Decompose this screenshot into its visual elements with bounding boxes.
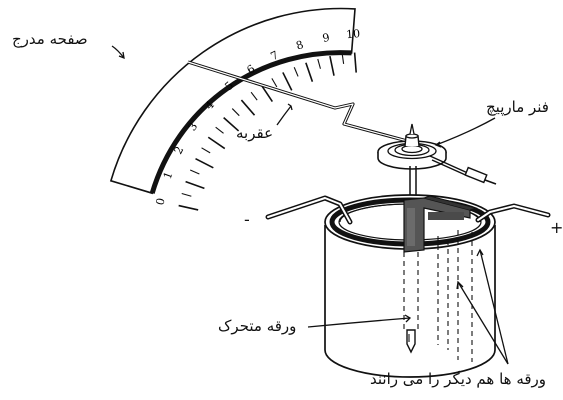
hidden-edges: [403, 230, 473, 362]
spring-label: فنر مارپیچ: [486, 98, 549, 116]
scale-minor-tick: [317, 58, 321, 69]
scale-major-tick: [223, 117, 240, 132]
scale-tick-label: 0: [153, 197, 167, 207]
repel-leader-2: [479, 249, 509, 365]
connector-wire: [429, 155, 497, 185]
scale-major-tick: [195, 158, 214, 169]
scale-minor-tick: [181, 192, 192, 197]
repel-label: ورقه ها هم دیگر را می رانند: [370, 370, 547, 388]
scale-minor-tick: [293, 67, 299, 77]
terminal-wires: [265, 195, 551, 225]
needle: [187, 60, 412, 144]
needle-label: عقربه: [236, 124, 274, 142]
leader-lines: [111, 45, 509, 365]
scale-tick-label: 9: [321, 31, 331, 45]
moving-plate-leader: [307, 317, 411, 328]
scale-tick-label: 2: [172, 144, 187, 156]
scale-major-tick: [207, 136, 226, 150]
needle-leader: [276, 105, 292, 126]
plates: [403, 195, 478, 253]
scale-minor-tick: [271, 78, 278, 88]
housing-body: [324, 225, 496, 378]
needle-arm: [187, 60, 412, 144]
scale-major-tick: [329, 55, 335, 76]
repel-leader-1: [457, 281, 509, 365]
scale-minor-tick: [201, 147, 211, 154]
scale-major-tick: [185, 180, 205, 190]
scale-minor-tick: [189, 169, 200, 175]
scale-major-tick: [282, 72, 293, 91]
scale-tick-label: 10: [346, 27, 361, 41]
scale-major-tick: [353, 52, 357, 73]
scale-major-tick: [178, 204, 199, 211]
scale-minor-tick: [341, 53, 345, 64]
scale-inner-band: [149, 50, 352, 194]
scale-major-tick: [260, 84, 274, 103]
positive-terminal-sign: +: [550, 218, 563, 237]
scale-label: صفحه مدرج: [12, 30, 88, 48]
scale-tick-label: 8: [294, 38, 305, 53]
spring-leader: [435, 117, 496, 146]
scale-minor-tick: [250, 91, 258, 101]
scale-minor-tick: [231, 108, 240, 117]
scale-major-tick: [305, 62, 314, 82]
scale-leader: [111, 45, 125, 59]
scale-band: [109, 7, 356, 195]
scale-ticks: [178, 52, 357, 211]
moving-plate-tip: [406, 329, 416, 354]
spiral-spring: [377, 123, 447, 170]
negative-terminal-sign: -: [244, 210, 250, 229]
scale-tick-label: 1: [161, 170, 176, 181]
scale-minor-tick: [215, 126, 224, 134]
moving-plate-label: ورقه متحرک: [218, 317, 297, 335]
scale-major-tick: [240, 99, 256, 116]
